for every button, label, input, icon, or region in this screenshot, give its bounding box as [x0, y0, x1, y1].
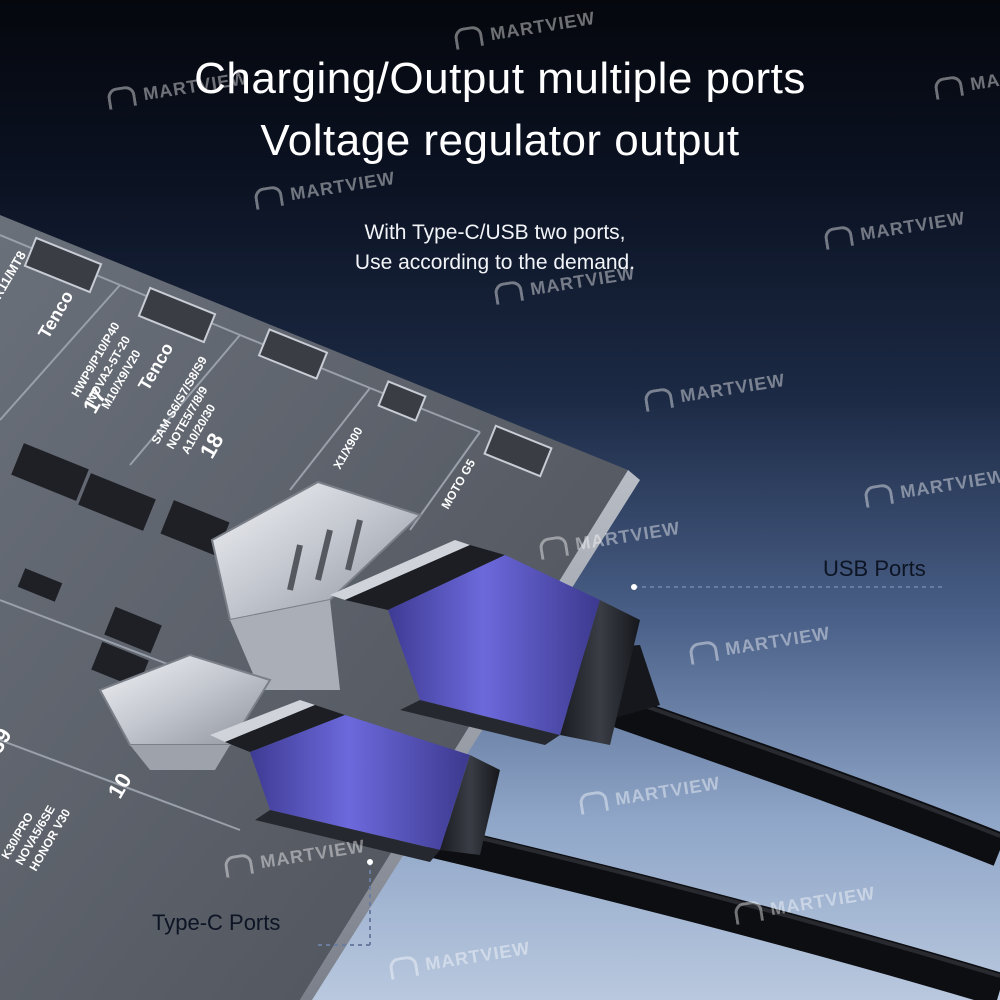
usb-socket: [210, 480, 422, 690]
typec-callout-dot: [367, 859, 373, 865]
board-sockets: [23, 236, 553, 478]
headline-line-2: Voltage regulator output: [260, 116, 740, 165]
martview-logo-icon: [578, 789, 610, 815]
martview-logo-icon: [388, 954, 420, 980]
subtitle-line-2: Use according to the demand.: [354, 251, 636, 274]
martview-logo-icon: [253, 184, 285, 210]
typec-socket: [98, 653, 272, 770]
martview-logo-icon: [538, 534, 570, 560]
typec-connector: [210, 700, 500, 862]
martview-logo-icon: [863, 482, 895, 508]
martview-logo-icon: [688, 639, 720, 665]
subtitle-line-1: With Type-C/USB two ports,: [364, 221, 626, 244]
usb-connector: [330, 540, 640, 745]
martview-logo-icon: [223, 852, 255, 878]
callout-lines: [318, 586, 946, 946]
headline-line-1: Charging/Output multiple ports: [194, 54, 806, 103]
martview-logo-icon: [733, 899, 765, 925]
martview-logo-icon: [643, 386, 675, 412]
typec-cable: [426, 823, 1000, 1000]
usb-ports-label: USB Ports: [823, 556, 926, 581]
board-grid: [0, 234, 481, 831]
typec-ports-label: Type-C Ports: [152, 910, 281, 935]
martview-logo-icon: [453, 24, 485, 50]
usb-callout-dot: [631, 584, 637, 590]
martview-logo-icon: [493, 279, 525, 305]
